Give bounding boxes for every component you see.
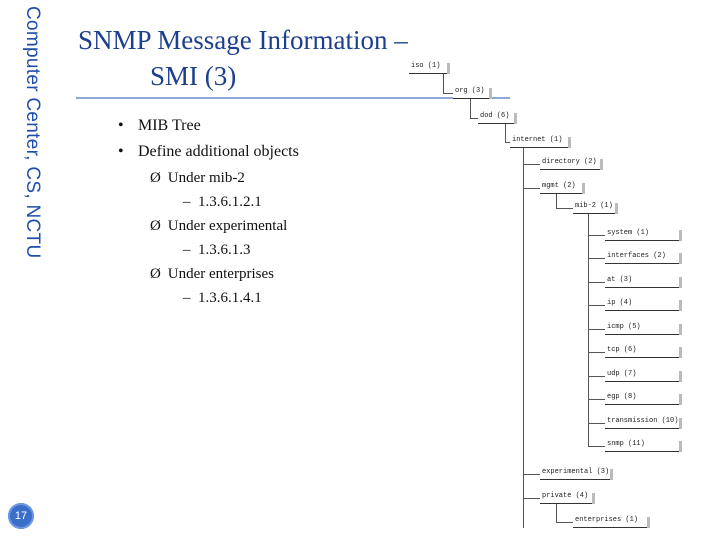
tree-connector bbox=[470, 98, 471, 118]
arrow-bullet-icon: Ø bbox=[150, 266, 161, 282]
tree-connector bbox=[443, 93, 453, 94]
tree-connector bbox=[588, 305, 605, 306]
sub-item-label: Under mib-2 bbox=[167, 170, 245, 186]
arrow-bullet-icon: Ø bbox=[150, 218, 161, 234]
tree-connector bbox=[523, 164, 540, 165]
tree-node-dod: dod (6) bbox=[478, 110, 517, 124]
arrow-bullet-icon: Ø bbox=[150, 170, 161, 186]
tree-node-directory: directory (2) bbox=[540, 156, 603, 170]
tree-connector bbox=[588, 376, 605, 377]
tree-connector bbox=[588, 282, 605, 283]
sidebar: Computer Center, CS, NCTU 17 bbox=[0, 0, 46, 540]
tree-connector bbox=[588, 258, 605, 259]
tree-connector bbox=[588, 329, 605, 330]
tree-node-tcp: tcp (6) bbox=[605, 344, 682, 358]
tree-node-transmission: transmission (10) bbox=[605, 415, 682, 429]
sub-item-oid: – 1.3.6.1.3 bbox=[183, 238, 251, 262]
dash-icon: – bbox=[183, 290, 198, 306]
tree-connector bbox=[523, 188, 540, 189]
tree-connector bbox=[505, 142, 510, 143]
bullet-text: Define additional objects bbox=[138, 143, 299, 160]
tree-connector bbox=[556, 208, 573, 209]
dash-icon: – bbox=[183, 242, 198, 258]
tree-node-interfaces: interfaces (2) bbox=[605, 250, 682, 264]
tree-connector bbox=[523, 498, 540, 499]
sub-item-label: Under experimental bbox=[167, 218, 288, 234]
sub-item: Ø Under experimental bbox=[150, 214, 287, 238]
tree-node-experimental: experimental (3) bbox=[540, 466, 613, 480]
tree-connector bbox=[556, 194, 557, 208]
tree-node-snmp: snmp (11) bbox=[605, 438, 682, 452]
tree-connector bbox=[505, 124, 506, 142]
tree-connector bbox=[588, 235, 605, 236]
tree-connector bbox=[523, 148, 524, 528]
tree-connector bbox=[443, 73, 444, 93]
oid-text: 1.3.6.1.3 bbox=[198, 242, 251, 258]
tree-connector bbox=[470, 118, 478, 119]
tree-connector bbox=[588, 446, 605, 447]
oid-text: 1.3.6.1.4.1 bbox=[198, 290, 262, 306]
sub-item: Ø Under enterprises bbox=[150, 262, 274, 286]
slide-title-line1: SNMP Message Information – bbox=[78, 25, 408, 55]
tree-node-enterprises: enterprises (1) bbox=[573, 514, 650, 528]
sidebar-label: Computer Center, CS, NCTU bbox=[22, 6, 43, 259]
slide-title-line2: SMI (3) bbox=[150, 61, 237, 91]
tree-node-at: at (3) bbox=[605, 274, 682, 288]
sub-item-oid: – 1.3.6.1.4.1 bbox=[183, 286, 262, 310]
bullet-text: MIB Tree bbox=[138, 117, 201, 134]
sub-item-label: Under enterprises bbox=[167, 266, 274, 282]
tree-connector bbox=[588, 399, 605, 400]
tree-connector bbox=[588, 352, 605, 353]
tree-node-private: private (4) bbox=[540, 490, 595, 504]
tree-node-mib2: mib-2 (1) bbox=[573, 200, 618, 214]
tree-connector bbox=[588, 214, 589, 446]
tree-connector bbox=[556, 504, 557, 522]
tree-node-org: org (3) bbox=[453, 85, 492, 99]
tree-node-icmp: icmp (5) bbox=[605, 321, 682, 335]
tree-connector bbox=[523, 474, 540, 475]
tree-node-system: system (1) bbox=[605, 227, 682, 241]
tree-connector bbox=[556, 522, 573, 523]
sub-item-oid: – 1.3.6.1.2.1 bbox=[183, 190, 262, 214]
tree-node-iso: iso (1) bbox=[409, 60, 450, 74]
bullet-dot-icon: • bbox=[118, 117, 124, 134]
tree-node-ip: ip (4) bbox=[605, 297, 682, 311]
dash-icon: – bbox=[183, 194, 198, 210]
tree-node-egp: egp (8) bbox=[605, 391, 682, 405]
title-divider bbox=[76, 97, 510, 99]
page-number-badge: 17 bbox=[8, 503, 34, 529]
tree-node-mgmt: mgmt (2) bbox=[540, 180, 585, 194]
sub-item: Ø Under mib-2 bbox=[150, 166, 245, 190]
tree-node-internet: internet (1) bbox=[510, 134, 571, 148]
mib-tree-diagram: iso (1) org (3) dod (6) internet (1) dir… bbox=[405, 58, 705, 540]
oid-text: 1.3.6.1.2.1 bbox=[198, 194, 262, 210]
bullet-dot-icon: • bbox=[118, 143, 124, 160]
tree-node-udp: udp (7) bbox=[605, 368, 682, 382]
tree-connector bbox=[588, 423, 605, 424]
slide-title: SNMP Message Information – SMI (3) bbox=[78, 22, 458, 94]
